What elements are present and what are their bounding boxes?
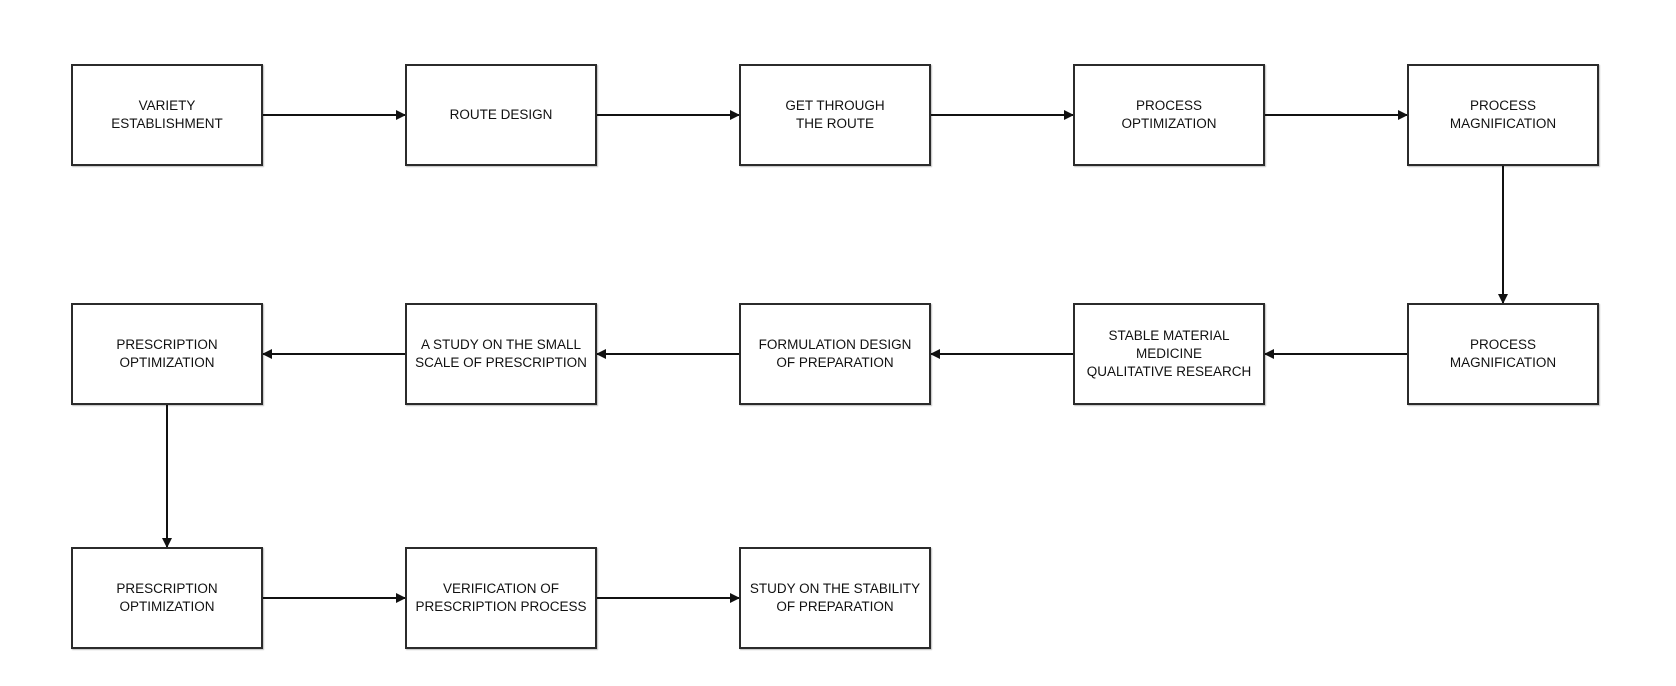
node-stability-study: STUDY ON THE STABILITY OF PREPARATION <box>739 547 931 649</box>
node-get-through-the-route: GET THROUGH THE ROUTE <box>739 64 931 166</box>
node-label: PROCESS OPTIMIZATION <box>1121 98 1217 131</box>
node-stable-material-medicine: STABLE MATERIAL MEDICINE QUALITATIVE RES… <box>1073 303 1265 405</box>
node-prescription-optimization-1: PRESCRIPTION OPTIMIZATION <box>71 303 263 405</box>
node-label: STUDY ON THE STABILITY OF PREPARATION <box>749 581 921 614</box>
node-label: FORMULATION DESIGN OF PREPARATION <box>758 337 912 370</box>
node-verification-of-prescription-process: VERIFICATION OF PRESCRIPTION PROCESS <box>405 547 597 649</box>
node-process-magnification-1: PROCESS MAGNIFICATION <box>1407 64 1599 166</box>
node-label: VARIETY ESTABLISHMENT <box>111 98 223 131</box>
node-process-magnification-2: PROCESS MAGNIFICATION <box>1407 303 1599 405</box>
node-label: A STUDY ON THE SMALL SCALE OF PRESCRIPTI… <box>415 337 587 370</box>
node-label: PROCESS MAGNIFICATION <box>1449 337 1557 370</box>
node-label: PROCESS MAGNIFICATION <box>1449 98 1557 131</box>
node-label: GET THROUGH THE ROUTE <box>785 98 885 131</box>
node-route-design: ROUTE DESIGN <box>405 64 597 166</box>
node-variety-establishment: VARIETY ESTABLISHMENT <box>71 64 263 166</box>
node-label: PRESCRIPTION OPTIMIZATION <box>116 581 218 614</box>
node-label: PRESCRIPTION OPTIMIZATION <box>116 337 218 370</box>
node-formulation-design: FORMULATION DESIGN OF PREPARATION <box>739 303 931 405</box>
node-small-scale-study: A STUDY ON THE SMALL SCALE OF PRESCRIPTI… <box>405 303 597 405</box>
node-prescription-optimization-2: PRESCRIPTION OPTIMIZATION <box>71 547 263 649</box>
node-process-optimization: PROCESS OPTIMIZATION <box>1073 64 1265 166</box>
node-label: STABLE MATERIAL MEDICINE QUALITATIVE RES… <box>1086 328 1252 379</box>
node-label: VERIFICATION OF PRESCRIPTION PROCESS <box>415 581 587 614</box>
node-label: ROUTE DESIGN <box>449 107 553 122</box>
